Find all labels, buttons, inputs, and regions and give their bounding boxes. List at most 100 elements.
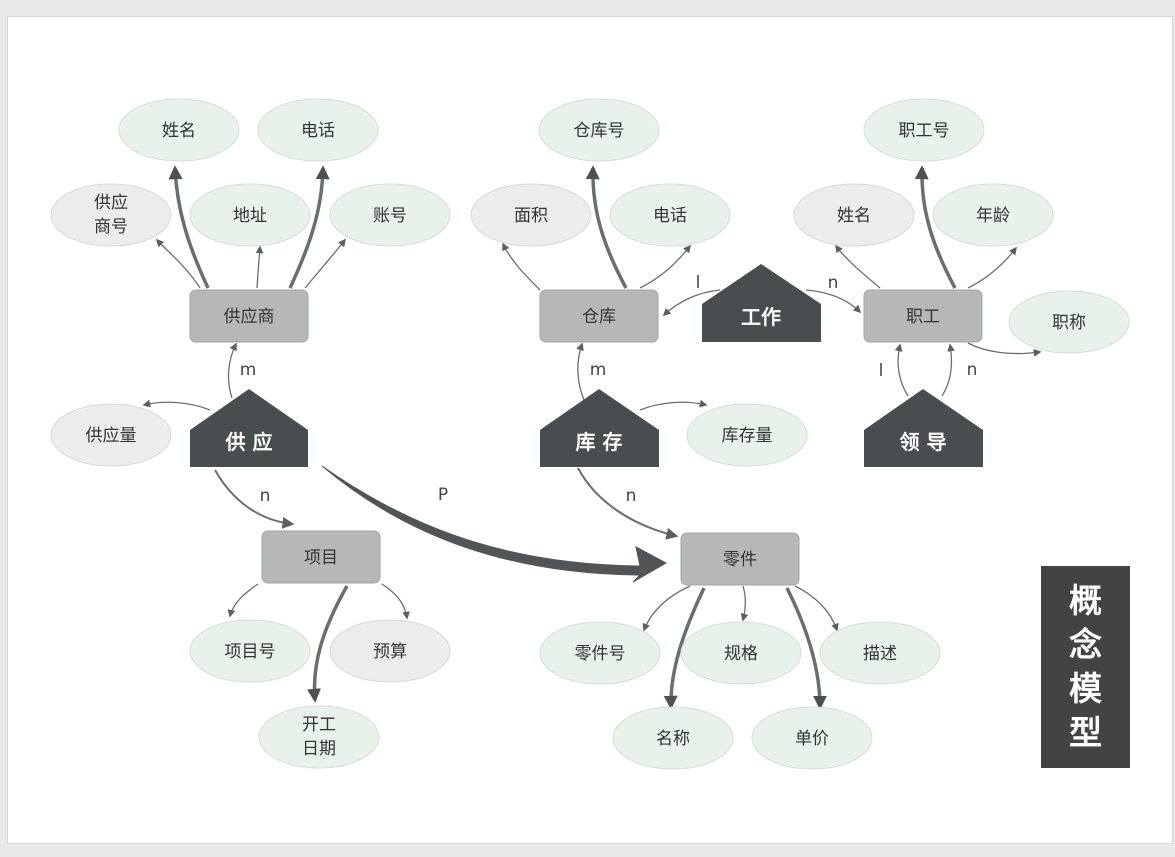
attr-supplier-address: 地址 (189, 183, 311, 247)
connector-part-spec (740, 585, 749, 622)
connectors (142, 165, 1042, 710)
entity-supplier: 供应商 (189, 289, 309, 343)
attr-project-no: 项目号 (189, 619, 311, 683)
connector-stock-warehouse (576, 342, 585, 401)
relation-stock: 库 存 (540, 389, 659, 467)
connector-supply-project (214, 469, 295, 529)
connector-employee-no (914, 165, 957, 289)
attr-employee-title: 职称 (1008, 290, 1130, 354)
attr-supply-quantity-label: 供应量 (86, 426, 137, 446)
relation-lead: 领 导 (864, 389, 983, 467)
connector-lead-right (941, 343, 955, 397)
attr-part-name: 名称 (612, 706, 734, 770)
attr-supplier-account: 账号 (329, 183, 451, 247)
entity-employee: 职工 (863, 289, 983, 343)
attr-part-price-label: 单价 (795, 729, 829, 749)
connector-employee-title (967, 342, 1042, 357)
attr-supplier-no: 供应 商号 (50, 183, 172, 247)
attr-employee-title-label: 职称 (1052, 313, 1086, 333)
relations: 供 应 工作 库 存 领 导 (190, 264, 983, 467)
entity-warehouse-label: 仓库 (582, 307, 616, 327)
connector-supplier-name (168, 165, 210, 289)
connector-stock-quantity (639, 399, 708, 411)
connector-supplier-account (304, 238, 346, 289)
connector-supply-supplier (227, 342, 237, 399)
attr-employee-no: 职工号 (863, 98, 985, 162)
relation-stock-label: 库 存 (576, 430, 623, 454)
attr-warehouse-area-label: 面积 (514, 206, 548, 226)
attr-part-price: 单价 (751, 706, 873, 770)
attr-part-name-label: 名称 (656, 729, 690, 749)
entity-employee-label: 职工 (906, 307, 940, 327)
attr-warehouse-no: 仓库号 (538, 98, 660, 162)
relation-supply: 供 应 (190, 389, 308, 467)
connector-supplier-no (155, 238, 201, 289)
attr-supplier-name: 姓名 (118, 98, 240, 162)
attr-employee-name: 姓名 (793, 183, 915, 247)
attr-warehouse-phone: 电话 (609, 183, 731, 247)
entities: 供应商 仓库 职工 项目 零件 (189, 289, 983, 586)
attr-warehouse-phone-label: 电话 (653, 206, 687, 226)
relation-work: 工作 (702, 264, 821, 342)
connector-stock-part (577, 467, 679, 540)
connector-warehouse-phone (639, 244, 691, 289)
connector-supplier-address (255, 245, 264, 289)
attr-warehouse-no-label: 仓库号 (574, 121, 625, 141)
card-supply-project: n (260, 486, 271, 506)
entity-part-label: 零件 (723, 550, 757, 570)
relation-supply-label: 供 应 (225, 430, 273, 454)
attr-employee-age-label: 年龄 (976, 206, 1010, 226)
entity-project-label: 项目 (304, 548, 338, 568)
attr-project-budget: 预算 (329, 619, 451, 683)
connector-work-employee (805, 289, 862, 314)
card-stock-part: n (626, 486, 637, 506)
title-box: 概念模型 (1041, 566, 1130, 768)
card-lead-left: l (879, 361, 884, 381)
cardinality-labels: m n P l n m n l n (240, 273, 978, 506)
attr-supplier-phone-label: 电话 (301, 121, 335, 141)
connector-part-price (785, 587, 827, 710)
attr-supply-quantity: 供应量 (50, 403, 172, 467)
attr-part-no: 零件号 (539, 621, 661, 685)
connector-warehouse-no (585, 165, 628, 289)
card-stock-warehouse: m (590, 360, 607, 380)
connector-supply-quantity (142, 399, 211, 411)
entity-warehouse: 仓库 (539, 289, 659, 343)
entity-part: 零件 (680, 532, 800, 586)
connector-employee-name (835, 244, 881, 289)
connector-project-budget (381, 583, 410, 620)
connector-part-no (642, 585, 691, 632)
connector-lead-left (894, 343, 909, 397)
attr-employee-name-label: 姓名 (837, 206, 871, 226)
connector-part-desc (794, 585, 839, 632)
attr-employee-no-label: 职工号 (899, 121, 950, 141)
connector-warehouse-area (502, 242, 541, 291)
attr-project-budget-label: 预算 (373, 642, 407, 662)
card-supply-supplier: m (240, 360, 257, 380)
connector-supplier-phone (288, 165, 330, 289)
card-work-employee: n (828, 273, 839, 293)
attr-supplier-name-label: 姓名 (162, 121, 196, 141)
attr-part-desc-label: 描述 (863, 644, 897, 664)
card-work-warehouse: l (696, 273, 701, 293)
relation-lead-label: 领 导 (900, 430, 947, 454)
connector-work-warehouse (662, 289, 721, 317)
connector-supply-part (321, 465, 668, 583)
entity-project: 项目 (261, 530, 381, 584)
attr-supplier-no-label-1: 供应 (94, 193, 128, 213)
connector-part-name (663, 587, 706, 710)
attr-stock-quantity: 库存量 (686, 403, 808, 467)
attr-employee-age: 年龄 (932, 183, 1054, 247)
attr-part-no-label: 零件号 (575, 644, 626, 664)
diagram-title: 概念模型 (1069, 581, 1102, 752)
attr-supplier-phone: 电话 (257, 98, 379, 162)
attr-project-start-label-1: 开工 (302, 715, 336, 735)
relation-work-label: 工作 (741, 305, 781, 329)
attr-project-no-label: 项目号 (225, 642, 276, 662)
attr-part-spec-label: 规格 (724, 644, 758, 664)
attr-part-spec: 规格 (680, 621, 802, 685)
connector-project-no (227, 583, 259, 618)
attr-supplier-no-label-2: 商号 (94, 217, 128, 237)
card-supply-part: P (438, 485, 448, 505)
attr-part-desc: 描述 (819, 621, 941, 685)
